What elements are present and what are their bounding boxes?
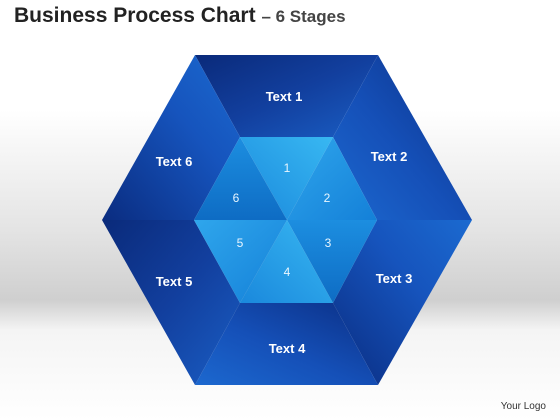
inner-segment-5 (194, 220, 287, 303)
inner-segment-6 (194, 137, 287, 220)
inner-segment-1 (240, 137, 333, 220)
outer-segment-1 (195, 55, 378, 137)
outer-segment-3 (333, 220, 472, 385)
title-suffix: – 6 Stages (261, 7, 346, 26)
stage-number-4: 4 (284, 265, 291, 279)
stage-label-6: Text 6 (156, 154, 193, 169)
inner-segment-3 (287, 220, 377, 303)
stage-label-4: Text 4 (269, 341, 306, 356)
outer-segment-4 (195, 303, 378, 385)
stage-label-2: Text 2 (371, 149, 408, 164)
inner-segment-4 (240, 220, 333, 303)
stage-label-1: Text 1 (266, 89, 303, 104)
logo-text: Your Logo (500, 401, 546, 412)
stage-number-1: 1 (284, 161, 291, 175)
stage-number-6: 6 (233, 191, 240, 205)
stage-number-2: 2 (324, 191, 331, 205)
inner-segment-2 (287, 137, 377, 220)
stage-label-3: Text 3 (376, 271, 413, 286)
stage-label-5: Text 5 (156, 274, 193, 289)
title-main: Business Process Chart (14, 4, 256, 27)
outer-segment-2 (333, 55, 472, 220)
outer-segment-6 (102, 55, 240, 220)
outer-segment-5 (102, 220, 240, 385)
stage-number-3: 3 (325, 236, 332, 250)
stage-number-5: 5 (237, 236, 244, 250)
page-title: Business Process Chart – 6 Stages (14, 4, 346, 28)
